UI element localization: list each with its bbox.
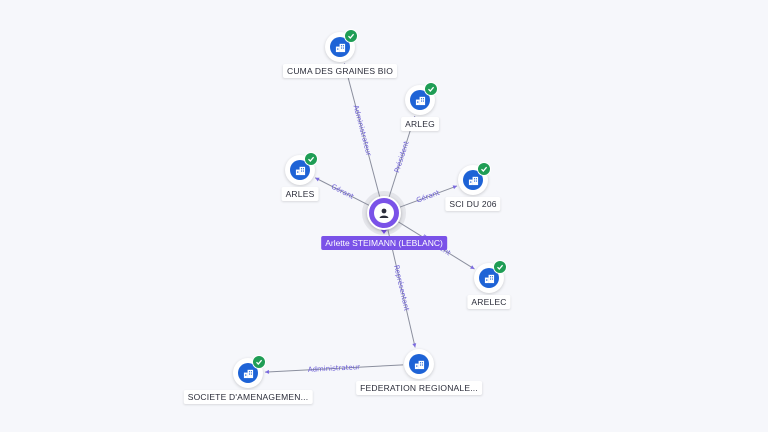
company-label-sci[interactable]: SCI DU 206 <box>445 197 501 211</box>
company-label-cuma[interactable]: CUMA DES GRAINES BIO <box>282 64 398 78</box>
company-node-cuma[interactable] <box>325 29 358 62</box>
company-node-societe[interactable] <box>233 355 266 388</box>
edge-line <box>343 63 381 198</box>
company-label-federation[interactable]: FEDERATION REGIONALE... <box>356 381 482 395</box>
company-node-sci[interactable] <box>458 162 491 195</box>
company-label-arles[interactable]: ARLES <box>281 187 319 201</box>
edge-role-label: Représentant <box>392 264 410 312</box>
verified-check-icon <box>252 355 266 369</box>
edge-role-label: Gérant <box>330 183 355 201</box>
edge-role-label: Gérant <box>415 189 441 205</box>
person-node[interactable] <box>367 196 401 230</box>
edge-arrow-icon <box>315 177 320 182</box>
person-pin-tip <box>378 226 390 234</box>
verified-check-icon <box>424 82 438 96</box>
company-node-federation[interactable] <box>404 349 434 379</box>
edge-role-label: Administrateur <box>308 363 361 374</box>
building-icon <box>410 90 430 110</box>
person-icon <box>374 203 394 223</box>
edge-role-label: Président <box>393 140 411 174</box>
relation-edge-cuma: Administrateur <box>343 63 381 198</box>
edge-role-label: Administrateur <box>352 104 373 157</box>
building-icon <box>409 354 429 374</box>
company-label-arelec[interactable]: ARELEC <box>467 295 511 309</box>
company-node-arles[interactable] <box>285 152 318 185</box>
edge-line <box>398 185 458 208</box>
building-icon <box>238 363 258 383</box>
verified-check-icon <box>477 162 491 176</box>
edge-line <box>314 177 370 207</box>
verified-check-icon <box>493 260 507 274</box>
edge-arrow-icon <box>470 265 475 270</box>
building-icon <box>330 37 350 57</box>
company-label-arleg[interactable]: ARLEG <box>401 117 439 131</box>
building-icon <box>463 170 483 190</box>
verified-check-icon <box>304 152 318 166</box>
company-label-societe[interactable]: SOCIETE D'AMENAGEMEN... <box>183 390 313 404</box>
building-icon <box>479 268 499 288</box>
building-icon <box>290 160 310 180</box>
edge-arrow-icon <box>452 185 458 190</box>
edge-line <box>264 364 404 373</box>
relation-edge-arles: Gérant <box>314 177 370 207</box>
edge-arrow-icon <box>264 369 270 374</box>
person-label[interactable]: Arlette STEIMANN (LEBLANC) <box>321 236 447 250</box>
relation-edge-societe: Administrateur <box>264 363 404 374</box>
company-node-arleg[interactable] <box>405 82 438 115</box>
verified-check-icon <box>344 29 358 43</box>
company-node-arelec[interactable] <box>474 260 507 293</box>
edge-arrow-icon <box>412 343 417 348</box>
